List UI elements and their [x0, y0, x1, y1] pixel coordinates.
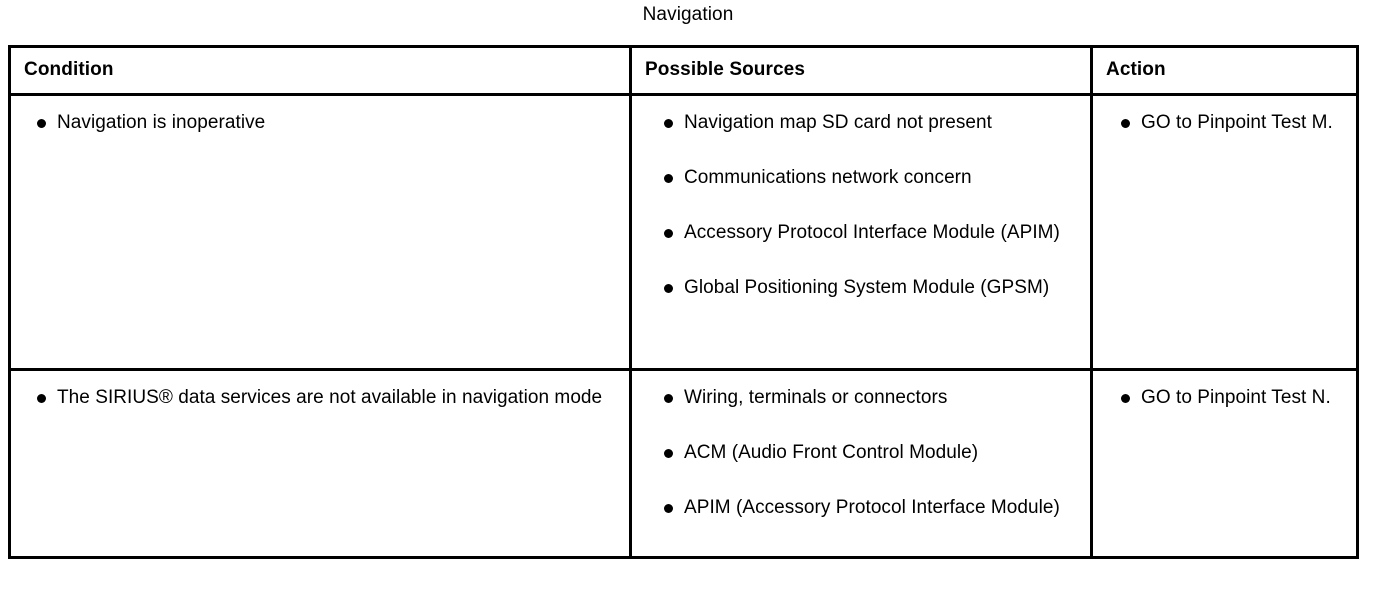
diagnostic-table: Condition Possible Sources Action: [8, 45, 1359, 559]
list-item-label: Accessory Protocol Interface Module (API…: [684, 222, 1060, 243]
list-item: Communications network concern: [648, 164, 1080, 192]
condition-bullet-list: Navigation is inoperative: [21, 109, 619, 137]
bullet-icon: [37, 119, 46, 128]
table-row: Navigation is inoperative Navigation map…: [9, 94, 1358, 371]
table-header-row: Condition Possible Sources Action: [9, 46, 1358, 96]
page-title: Navigation: [642, 4, 734, 25]
possible-sources-content: Navigation map SD card not present Commu…: [632, 96, 1090, 368]
list-item-label: Communications network concern: [684, 167, 972, 188]
cell-condition: Navigation is inoperative: [9, 94, 632, 371]
possible-sources-content: Wiring, terminals or connectors ACM (Aud…: [632, 371, 1090, 556]
list-item-label: Wiring, terminals or connectors: [684, 387, 948, 408]
bullet-icon: [664, 174, 673, 183]
bullet-icon: [1121, 394, 1130, 403]
cell-possible-sources: Wiring, terminals or connectors ACM (Aud…: [630, 369, 1093, 558]
condition-content: The SIRIUS® data services are not availa…: [11, 371, 629, 556]
bullet-icon: [664, 394, 673, 403]
list-item: APIM (Accessory Protocol Interface Modul…: [648, 494, 1080, 522]
action-bullet-list: GO to Pinpoint Test N.: [1105, 384, 1346, 412]
list-item-label: ACM (Audio Front Control Module): [684, 442, 979, 463]
bullet-icon: [664, 449, 673, 458]
table-body: Navigation is inoperative Navigation map…: [9, 94, 1358, 558]
condition-content: Navigation is inoperative: [11, 96, 629, 368]
list-item-label: The SIRIUS® data services are not availa…: [57, 387, 603, 408]
list-item: Navigation is inoperative: [21, 109, 619, 137]
list-item: ACM (Audio Front Control Module): [648, 439, 1080, 467]
list-item-label: GO to Pinpoint Test M.: [1141, 112, 1333, 133]
action-content: GO to Pinpoint Test M.: [1093, 96, 1356, 368]
list-item: GO to Pinpoint Test M.: [1105, 109, 1346, 137]
list-item-label: Navigation is inoperative: [57, 112, 266, 133]
list-item: Wiring, terminals or connectors: [648, 384, 1080, 412]
table-row: The SIRIUS® data services are not availa…: [9, 369, 1358, 558]
list-item-label: Global Positioning System Module (GPSM): [684, 277, 1050, 298]
list-item: Navigation map SD card not present: [648, 109, 1080, 137]
column-header-condition: Condition: [9, 46, 632, 96]
bullet-icon: [664, 504, 673, 513]
list-item: The SIRIUS® data services are not availa…: [21, 384, 619, 412]
action-bullet-list: GO to Pinpoint Test M.: [1105, 109, 1346, 137]
possible-sources-bullet-list: Navigation map SD card not present Commu…: [648, 109, 1080, 302]
list-item: GO to Pinpoint Test N.: [1105, 384, 1346, 412]
bullet-icon: [1121, 119, 1130, 128]
column-header-action-label: Action: [1106, 59, 1166, 80]
list-item: Global Positioning System Module (GPSM): [648, 274, 1080, 302]
cell-action: GO to Pinpoint Test N.: [1091, 369, 1358, 558]
list-item: Accessory Protocol Interface Module (API…: [648, 219, 1080, 247]
column-header-condition-label: Condition: [24, 59, 114, 80]
bullet-icon: [664, 119, 673, 128]
table-header: Condition Possible Sources Action: [9, 46, 1358, 96]
bullet-icon: [664, 229, 673, 238]
column-header-possible-sources-label: Possible Sources: [645, 59, 806, 80]
list-item-label: APIM (Accessory Protocol Interface Modul…: [684, 497, 1060, 518]
bullet-icon: [37, 394, 46, 403]
cell-condition: The SIRIUS® data services are not availa…: [9, 369, 632, 558]
possible-sources-bullet-list: Wiring, terminals or connectors ACM (Aud…: [648, 384, 1080, 522]
condition-bullet-list: The SIRIUS® data services are not availa…: [21, 384, 619, 412]
cell-action: GO to Pinpoint Test M.: [1091, 94, 1358, 371]
column-header-action: Action: [1091, 46, 1358, 96]
action-content: GO to Pinpoint Test N.: [1093, 371, 1356, 556]
diagnostic-table-container: Condition Possible Sources Action: [8, 45, 1359, 559]
column-header-possible-sources: Possible Sources: [630, 46, 1093, 96]
cell-possible-sources: Navigation map SD card not present Commu…: [630, 94, 1093, 371]
list-item-label: GO to Pinpoint Test N.: [1141, 387, 1331, 408]
bullet-icon: [664, 284, 673, 293]
list-item-label: Navigation map SD card not present: [684, 112, 992, 133]
